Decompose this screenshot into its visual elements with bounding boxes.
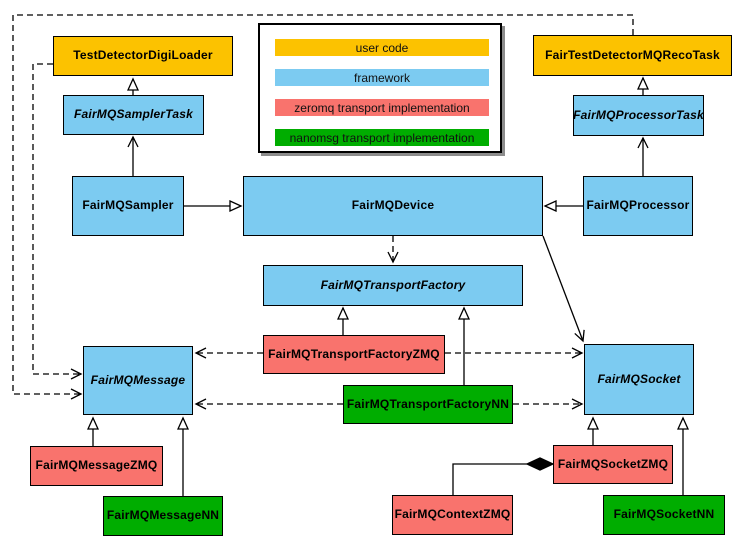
node-fairmqsocketnn: FairMQSocketNN — [603, 495, 725, 535]
node-fairmqtransportfactory: FairMQTransportFactory — [263, 265, 523, 306]
node-fairmqsocket: FairMQSocket — [584, 344, 694, 415]
node-fairmqprocessortask: FairMQProcessorTask — [573, 95, 704, 136]
legend-item-framework: framework — [275, 69, 489, 86]
node-fairmqmessagezmq: FairMQMessageZMQ — [30, 446, 163, 486]
edge-recotask-message — [12, 14, 634, 400]
node-fairmqcontextzmq: FairMQContextZMQ — [392, 495, 513, 535]
composition-diamond-icon — [525, 457, 555, 471]
node-testdetectordigiloader: TestDetectorDigiLoader — [53, 36, 233, 76]
legend-item-zeromq-transport: zeromq transport implementation — [275, 99, 489, 116]
node-fairmqsocketzmq: FairMQSocketZMQ — [553, 445, 673, 484]
edge-device-socket — [542, 235, 585, 343]
node-fairmqsampler: FairMQSampler — [72, 176, 184, 236]
edge-contextzmq-socketzmq — [452, 463, 527, 495]
node-fairmqsamplertask: FairMQSamplerTask — [63, 95, 204, 135]
node-fairmqprocessor: FairMQProcessor — [583, 176, 693, 236]
node-fairmqtransportfactorynn: FairMQTransportFactoryNN — [343, 385, 513, 424]
node-fairmqdevice: FairMQDevice — [243, 176, 543, 236]
legend-item-nanomsg-transport: nanomsg transport implementation — [275, 129, 489, 146]
node-fairmqmessage: FairMQMessage — [83, 346, 193, 415]
edge-digiloader-message — [32, 63, 83, 380]
legend: user code framework zeromq transport imp… — [258, 23, 502, 153]
node-fairtestdetectormqrecotask: FairTestDetectorMQRecoTask — [533, 35, 732, 76]
legend-item-user-code: user code — [275, 39, 489, 56]
node-fairmqtransportfactoryzmq: FairMQTransportFactoryZMQ — [263, 335, 445, 374]
node-fairmqmessagenn: FairMQMessageNN — [103, 496, 223, 536]
